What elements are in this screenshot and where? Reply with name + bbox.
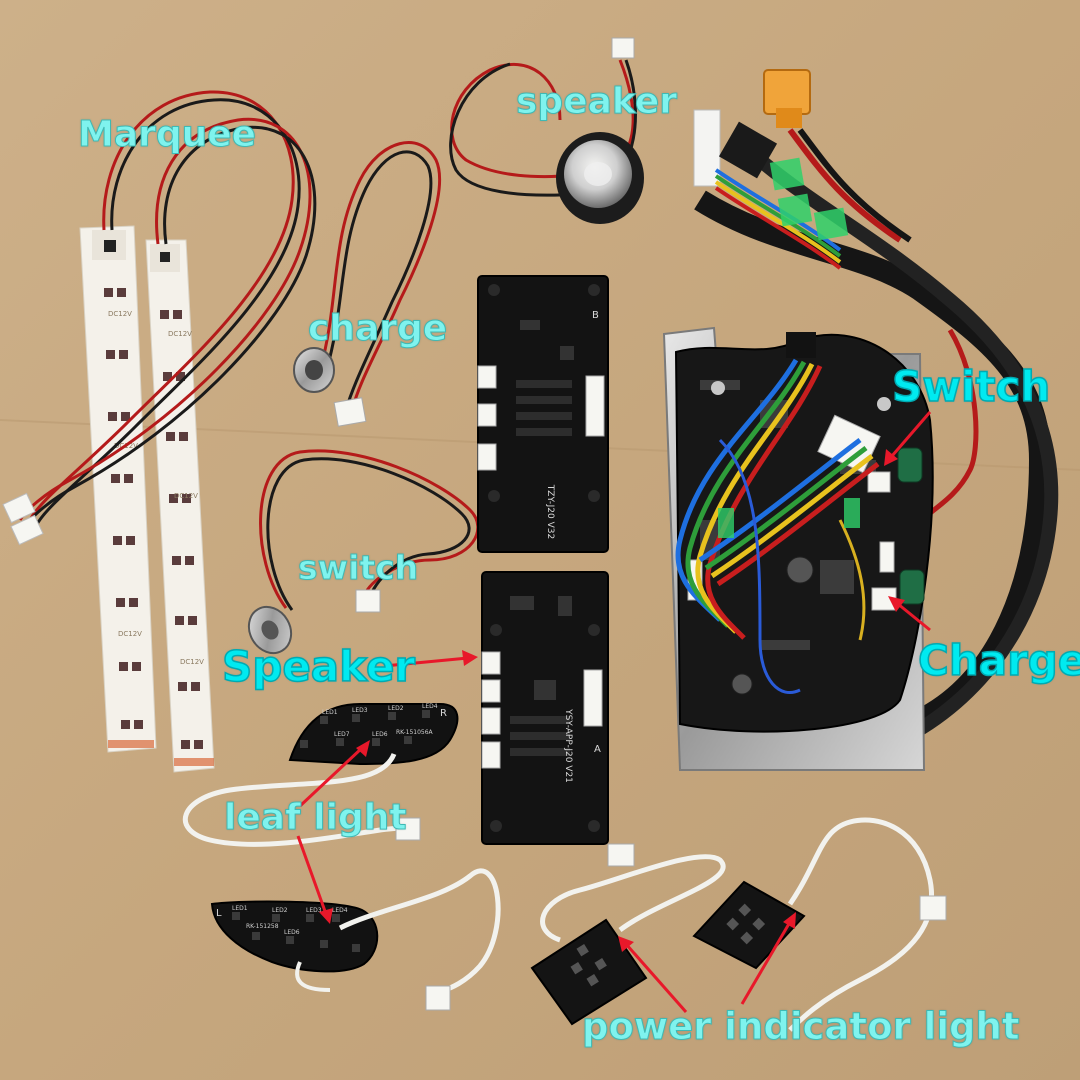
svg-text:LED1: LED1: [232, 905, 248, 912]
label-speaker-top: speaker: [515, 81, 678, 122]
svg-text:LED4: LED4: [332, 907, 348, 914]
label-charge-top: charge: [307, 308, 448, 349]
charge-port-part: [293, 141, 442, 427]
svg-text:RK-151056A: RK-151056A: [396, 729, 434, 736]
switch-part: [247, 449, 480, 655]
svg-text:LED3: LED3: [352, 707, 368, 714]
label-marquee: Marquee: [77, 114, 257, 155]
svg-text:LED7: LED7: [334, 731, 350, 738]
svg-text:R: R: [440, 708, 447, 719]
label-switch-port: Switch: [891, 362, 1051, 411]
leaf-light-l: LED1 LED2 LED3 LED4 LED6 L RK-151258: [210, 868, 501, 1011]
svg-text:TZY-J20 V32: TZY-J20 V32: [545, 484, 555, 539]
leaf-light-r: LED1 LED3 LED2 LED4 LED7 LED6 R RK-15105…: [182, 703, 459, 847]
svg-text:LED1: LED1: [322, 709, 338, 716]
speaker-board-b: B TZY-J20 V32: [477, 275, 609, 553]
svg-text:A: A: [594, 744, 601, 755]
label-leaf-light: leaf light: [224, 797, 408, 838]
marquee-wires: [18, 90, 317, 527]
mainboard: [662, 326, 934, 771]
svg-text:LED6: LED6: [284, 929, 300, 936]
svg-text:DC12V: DC12V: [180, 658, 204, 666]
svg-text:B: B: [592, 310, 599, 321]
svg-text:LED6: LED6: [372, 731, 388, 738]
svg-text:L: L: [216, 908, 222, 919]
svg-text:LED2: LED2: [272, 907, 288, 914]
label-charge-port: Charge: [917, 636, 1080, 685]
power-indicator-right: [692, 817, 947, 1032]
annotation-arrows: [296, 411, 932, 1013]
speaker-part: [449, 37, 644, 224]
label-power-indicator: power indicator light: [582, 1005, 1021, 1048]
label-switch-small: switch: [297, 548, 419, 587]
svg-text:LED4: LED4: [422, 703, 438, 710]
marquee-connectors: [2, 492, 44, 546]
svg-text:DC12V: DC12V: [168, 330, 192, 338]
marquee-led-strip-left: [79, 225, 157, 753]
svg-text:DC12V: DC12V: [174, 492, 198, 500]
svg-text:RK-151258: RK-151258: [246, 923, 279, 930]
speaker-board-a: A YSY-APP-J20 V21: [481, 571, 609, 845]
svg-text:DC12V: DC12V: [118, 630, 142, 638]
svg-text:YSY-APP-J20 V21: YSY-APP-J20 V21: [563, 708, 573, 783]
svg-text:LED3: LED3: [306, 907, 322, 914]
marquee-led-strip-right: [145, 239, 215, 773]
label-speaker-port: Speaker: [221, 642, 416, 691]
svg-text:LED2: LED2: [388, 705, 404, 712]
svg-text:DC12V: DC12V: [108, 310, 132, 318]
power-indicator-left: [530, 843, 726, 1026]
